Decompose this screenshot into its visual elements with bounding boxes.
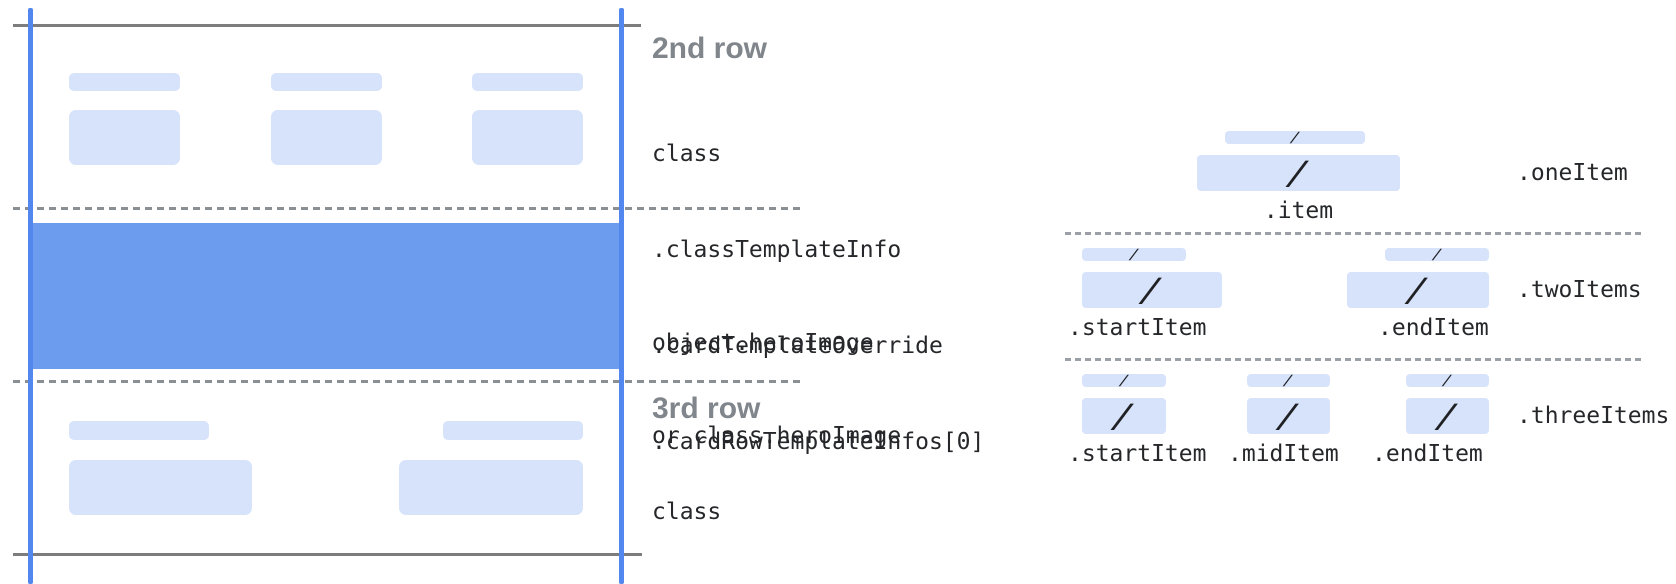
slash-glyph: / [1441,372,1454,389]
threeitems-start-title-bar: / [1082,372,1166,389]
slash-glyph: / [1288,129,1302,146]
twoitems-start-label: .startItem [1068,315,1207,341]
slash-glyph: / [1282,372,1295,389]
hero-row3-dashed-divider [13,380,801,383]
row2-heading: 2nd row [652,32,768,65]
code-line: or class.heroImage [652,423,902,449]
code-line: .cardRowTemplateInfos[0] [652,429,985,455]
code-line: class [652,141,722,167]
slash-glyph: / [1127,246,1141,263]
card-top-line [13,24,641,27]
oneitem-title-bar: / [1225,129,1365,146]
row2-col2-value-placeholder [271,110,382,165]
threeitems-mid-value-bar: / [1247,397,1330,435]
twoitems-start-value-bar: / [1082,271,1222,309]
row2-col3-value-placeholder [472,110,583,165]
hero-image-band [33,223,619,369]
hero-code-block: object.heroImage or class.heroImage [652,266,901,514]
card-bottom-line [13,553,642,556]
slash-glyph: / [1117,372,1131,389]
oneitem-twoitems-dashed-divider [1065,232,1643,235]
slash-glyph: / [1430,246,1444,263]
threeitems-end-value-bar: / [1406,397,1489,435]
row2-col1-label-placeholder [69,73,180,91]
twoitems-end-title-bar: / [1385,246,1489,263]
slash-glyph: / [1274,397,1303,435]
threeitems-mid-label: .midItem [1228,441,1339,467]
twoitems-end-value-bar: / [1347,271,1489,309]
slash-glyph: / [1109,397,1139,435]
card-left-edge-line [28,8,33,584]
row3-col2-value-placeholder [399,460,583,515]
oneitem-item-label: .item [1263,198,1334,224]
twoitems-start-title-bar: / [1082,246,1186,263]
code-line: .classTemplateInfo [652,237,902,263]
threeitems-row-name: .threeItems [1517,403,1670,429]
row2-col2-label-placeholder [271,73,382,91]
row2-col1-value-placeholder [69,110,180,165]
row3-col1-value-placeholder [69,460,252,515]
row3-heading: 3rd row [652,392,761,425]
threeitems-start-label: .startItem [1068,441,1207,467]
row3-code-block: class .classTemplateInfo .cardTemplateOv… [652,432,984,584]
twoitems-threeitems-dashed-divider [1065,358,1643,361]
twoitems-end-label: .endItem [1378,315,1489,341]
code-line: object.heroImage [652,330,874,356]
slash-glyph: / [1433,397,1462,435]
threeitems-end-label: .endItem [1372,441,1483,467]
threeitems-mid-title-bar: / [1247,372,1330,389]
card-right-edge-line [619,8,624,584]
row3-col2-label-placeholder [443,421,583,440]
row2-col3-label-placeholder [472,73,583,91]
row3-col1-label-placeholder [69,421,209,440]
slash-glyph: / [1137,271,1167,309]
row2-code-block: class .classTemplateInfo .cardTemplateOv… [652,74,984,522]
threeitems-start-value-bar: / [1082,397,1166,435]
code-line: .cardTemplateOverride [652,333,943,359]
twoitems-row-name: .twoItems [1517,277,1642,303]
code-line: class [652,499,722,525]
slash-glyph: / [1284,154,1313,192]
row2-hero-dashed-divider [13,207,801,210]
slash-glyph: / [1403,271,1433,309]
oneitem-row-name: .oneItem [1517,160,1628,186]
oneitem-value-bar: / [1197,154,1400,192]
threeitems-end-title-bar: / [1406,372,1489,389]
